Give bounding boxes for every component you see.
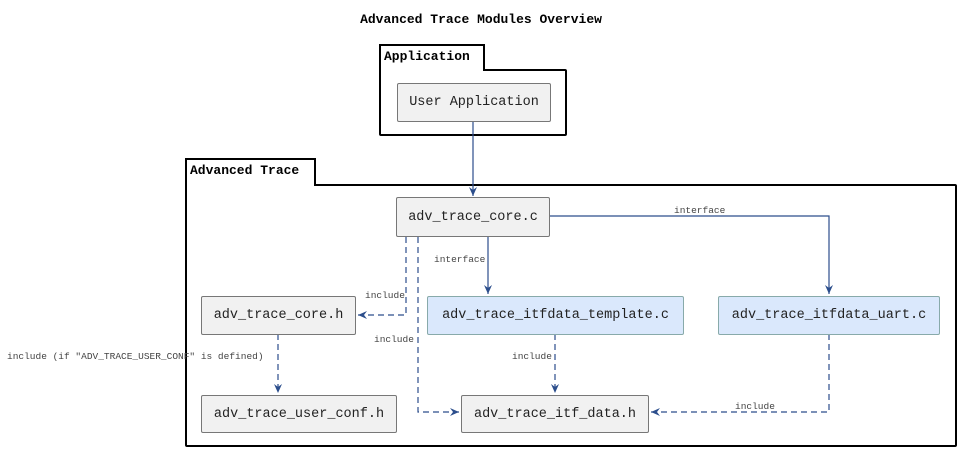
adv-trace-user-conf-h-node: adv_trace_user_conf.h [201,395,397,433]
application-package-label: Application [379,44,485,71]
edge-label-core-to-uart: interface [674,205,726,216]
edge-label-core-h-to-user-conf: include (if "ADV_TRACE_USER_CONF" is def… [7,351,264,362]
edge-core-to-uart [550,215,833,294]
edge-label-core-to-template: interface [434,254,486,265]
edge-label-uart-to-itf-data: include [735,401,775,412]
adv-trace-core-h-node: adv_trace_core.h [201,296,356,335]
edge-label-template-to-itf-data: include [512,351,552,362]
user-application-node: User Application [397,83,551,122]
diagram-title: Advanced Trace Modules Overview [360,12,602,27]
edge-core-to-itf-data [417,237,459,416]
edge-label-core-to-core-h: include [365,290,405,301]
adv-trace-itf-data-h-node: adv_trace_itf_data.h [461,395,649,433]
edge-label-core-to-itf-data: include [374,334,414,345]
advanced-trace-package-label: Advanced Trace [185,158,316,186]
adv-trace-itfdata-template-c-node: adv_trace_itfdata_template.c [427,296,684,335]
edge-core-to-core-h [358,237,407,319]
edge-uart-to-itf-data [651,334,830,416]
adv-trace-core-c-node: adv_trace_core.c [396,197,550,237]
adv-trace-itfdata-uart-c-node: adv_trace_itfdata_uart.c [718,296,940,335]
